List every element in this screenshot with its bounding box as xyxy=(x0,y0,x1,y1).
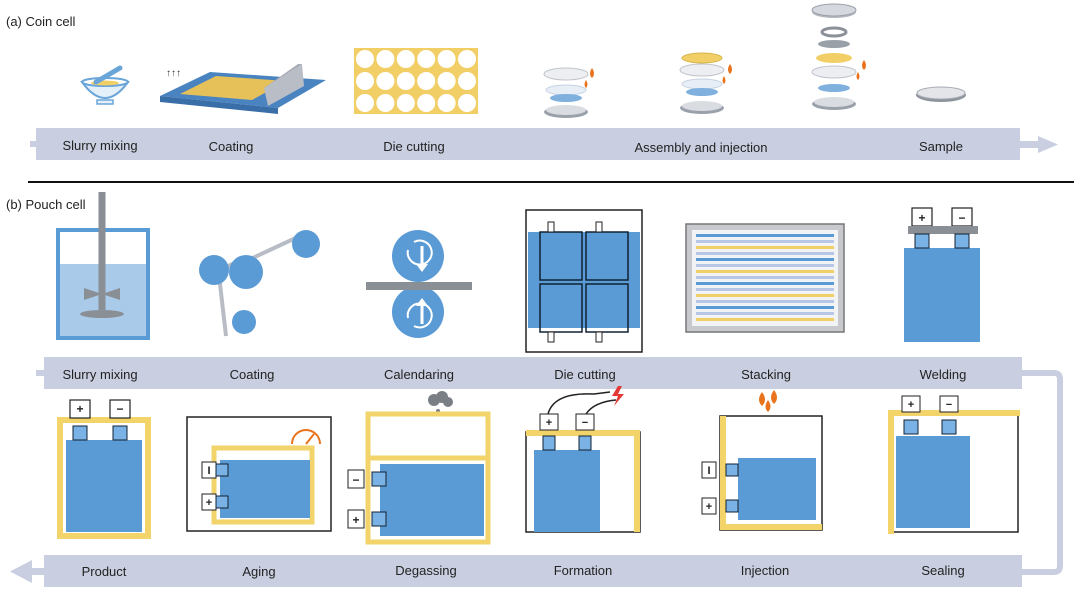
stack-layer xyxy=(696,234,834,237)
die-cut-hole xyxy=(417,72,436,90)
die-cut-hole xyxy=(417,50,436,68)
pouch-step-calendaring: Calendaring xyxy=(383,367,455,382)
stack-layer xyxy=(696,294,834,297)
die-cut-hole xyxy=(437,50,456,68)
die-cut-hole xyxy=(458,94,476,112)
pouch-cell-icon: + − xyxy=(57,399,151,539)
coin-step-coating: Coating xyxy=(208,139,254,154)
plus-terminal: + xyxy=(546,417,552,429)
pouch-step-stacking: Stacking xyxy=(741,367,791,382)
stack-layer xyxy=(696,312,834,315)
calender-rollers-icon xyxy=(366,230,472,338)
aging-cell-icon: I + xyxy=(186,416,332,532)
die-cut-hole xyxy=(458,50,476,68)
mortar-icon xyxy=(80,65,130,105)
stack-layer xyxy=(696,306,834,309)
coin-step-die-cutting: Die cutting xyxy=(383,139,445,154)
stack-layer xyxy=(696,240,834,243)
stack-layer xyxy=(696,252,834,255)
pouch-step-formation: Formation xyxy=(553,563,613,578)
stack-layer xyxy=(696,264,834,267)
pouch-step-welding: Welding xyxy=(919,367,967,382)
pouch-step-degassing: Degassing xyxy=(395,563,457,578)
stack-layer xyxy=(696,276,834,279)
minus-terminal: − xyxy=(582,417,588,429)
welded-cell-icon: + − xyxy=(904,207,980,342)
die-cut-hole xyxy=(356,72,374,90)
doctor-blade-coater-icon: ↑↑↑ xyxy=(160,64,326,114)
section-label-pouch: (b) Pouch cell xyxy=(6,197,86,212)
die-cut-hole xyxy=(376,50,395,68)
die-cut-hole xyxy=(356,94,374,112)
die-cut-hole xyxy=(437,94,456,112)
gas-cloud-icon xyxy=(428,391,453,418)
die-cut-hole xyxy=(376,72,395,90)
pouch-step-injection: Injection xyxy=(740,563,790,578)
coin-stack-icon xyxy=(543,67,594,118)
gauge-icon xyxy=(291,429,321,445)
stack-layer xyxy=(696,282,834,285)
stack-layers-icon xyxy=(685,223,845,333)
minus-terminal: I xyxy=(207,465,210,477)
coin-step-assembly: Assembly and injection xyxy=(634,140,768,155)
coin-step-slurry-mixing: Slurry mixing xyxy=(62,138,138,153)
mixer-tank-icon xyxy=(56,192,150,340)
minus-terminal: I xyxy=(707,465,710,477)
plus-terminal: + xyxy=(908,399,914,411)
coin-step-sample: Sample xyxy=(918,139,964,154)
plus-terminal: + xyxy=(352,513,359,527)
minus-terminal: − xyxy=(958,211,965,225)
svg-text:↑↑↑: ↑↑↑ xyxy=(166,68,181,79)
plus-terminal: + xyxy=(706,501,712,513)
die-cut-hole xyxy=(458,72,476,90)
die-cut-sheet-icon xyxy=(354,48,478,114)
pouch-step-die-cutting: Die cutting xyxy=(554,367,616,382)
pouch-step-product: Product xyxy=(81,564,127,579)
die-cut-hole xyxy=(396,72,415,90)
coin-stack-icon xyxy=(811,3,866,110)
degassing-cell-icon: − + xyxy=(347,391,491,545)
section-label-coin: (a) Coin cell xyxy=(6,14,76,29)
minus-terminal: − xyxy=(116,402,123,416)
stack-layer xyxy=(696,258,834,261)
stack-layer xyxy=(696,270,834,273)
pouch-step-sealing: Sealing xyxy=(921,563,965,578)
die-cut-hole xyxy=(356,50,374,68)
pouch-step-coating: Coating xyxy=(229,367,275,382)
pouch-step-slurry-mixing: Slurry mixing xyxy=(62,367,138,382)
die-cut-hole xyxy=(437,72,456,90)
coin-sample-icon xyxy=(916,86,966,102)
pouch-step-aging: Aging xyxy=(242,564,276,579)
minus-terminal: − xyxy=(946,399,952,411)
die-cut-hole xyxy=(396,50,415,68)
sealing-cell-icon: + − xyxy=(888,395,1020,534)
stack-layer xyxy=(696,288,834,291)
stack-layer xyxy=(696,318,834,321)
lightning-icon xyxy=(612,386,624,406)
stack-layer xyxy=(696,246,834,249)
coin-stack-icon xyxy=(679,52,732,114)
plus-terminal: + xyxy=(76,402,83,416)
minus-terminal: − xyxy=(352,473,359,487)
electrolyte-drop-icon xyxy=(759,390,777,412)
stack-layer xyxy=(696,300,834,303)
section-divider xyxy=(28,181,1074,183)
plus-terminal: + xyxy=(206,497,212,509)
die-cut-hole xyxy=(396,94,415,112)
plus-terminal: + xyxy=(918,211,925,225)
formation-cell-icon: + − xyxy=(525,386,641,533)
die-cut-hole xyxy=(376,94,395,112)
injection-cell-icon: I + xyxy=(701,390,823,531)
electrode-grid-icon xyxy=(525,209,643,353)
die-cut-hole xyxy=(417,94,436,112)
roller-coater-icon xyxy=(199,230,320,337)
